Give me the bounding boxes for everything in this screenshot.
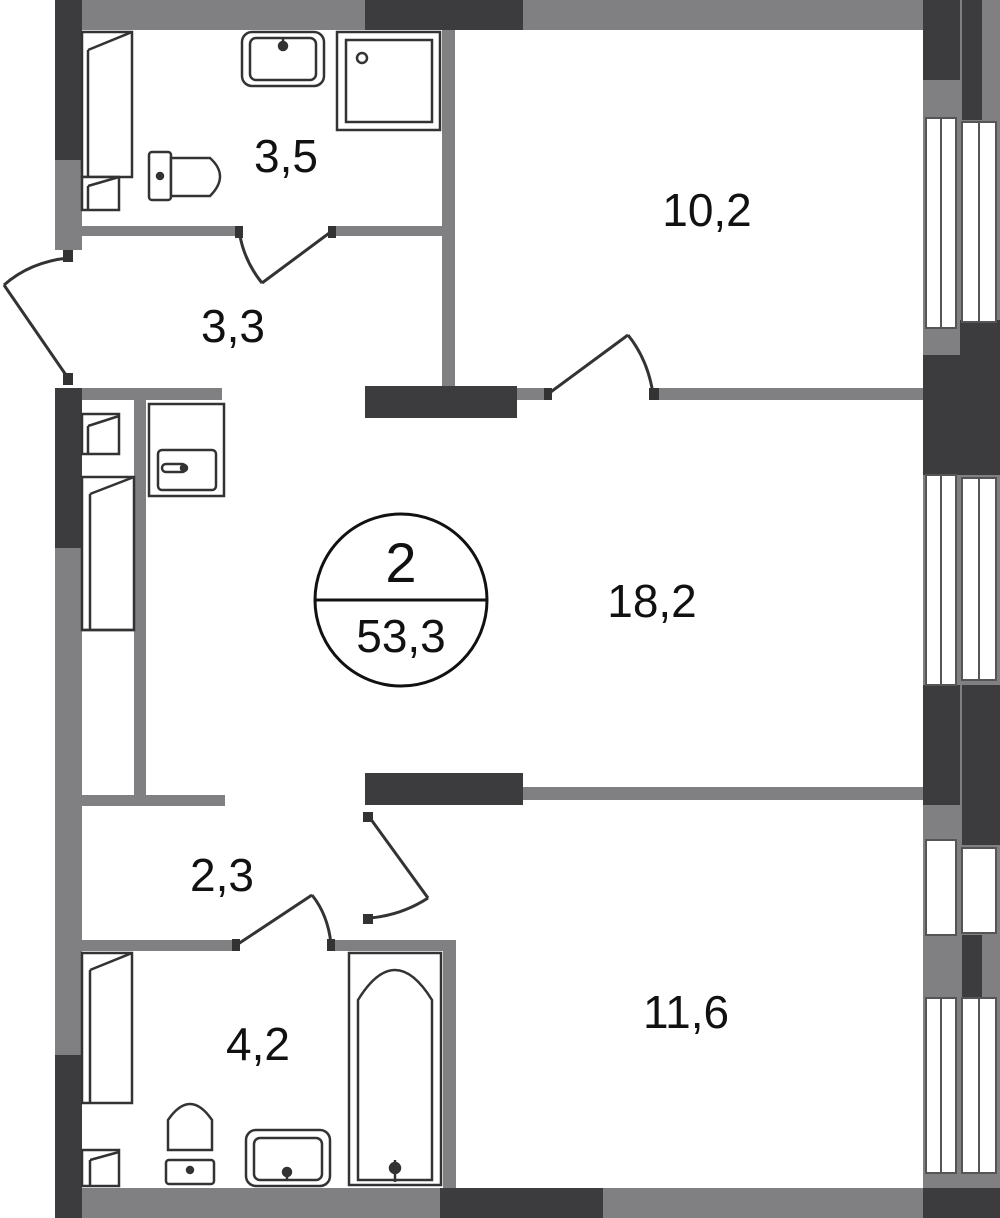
- fixtures: [80, 30, 443, 1188]
- bedroom-bottom-door: [363, 812, 430, 924]
- area-label-living-room: 18,2: [607, 575, 697, 627]
- sink-hall: [147, 402, 226, 498]
- area-label-hall-bottom: 2,3: [190, 849, 254, 901]
- bathtub: [347, 951, 443, 1187]
- bathroom-bottom-door: [232, 893, 335, 951]
- toilet-top: [147, 150, 222, 202]
- area-label-bedroom-top: 10,2: [662, 184, 752, 236]
- entrance-door: [2, 250, 73, 385]
- room-labels: 3,5 10,2 3,3 18,2 2,3 4,2 11,6: [190, 130, 752, 1070]
- doors: [2, 226, 659, 951]
- sink-bottom: [244, 1128, 332, 1188]
- closet-hall: [80, 412, 136, 632]
- total-area: 53,3: [356, 610, 446, 662]
- interior-walls: [82, 30, 923, 1188]
- area-label-bathroom-top: 3,5: [254, 130, 318, 182]
- closet-bottom: [80, 951, 134, 1188]
- shower-tray: [335, 30, 442, 132]
- bedroom-top-door: [544, 333, 659, 400]
- rooms-count: 2: [385, 531, 416, 594]
- apartment-badge: 2 53,3: [313, 512, 489, 688]
- area-label-bedroom-bottom: 11,6: [643, 986, 729, 1038]
- closet-top: [80, 30, 134, 212]
- toilet-bottom: [164, 1102, 216, 1186]
- windows: [925, 117, 997, 1174]
- area-label-bathroom-bottom: 4,2: [226, 1018, 290, 1070]
- area-label-hall-top: 3,3: [201, 300, 265, 352]
- sink-top-bathroom: [240, 30, 326, 88]
- bathroom-top-door: [235, 226, 336, 285]
